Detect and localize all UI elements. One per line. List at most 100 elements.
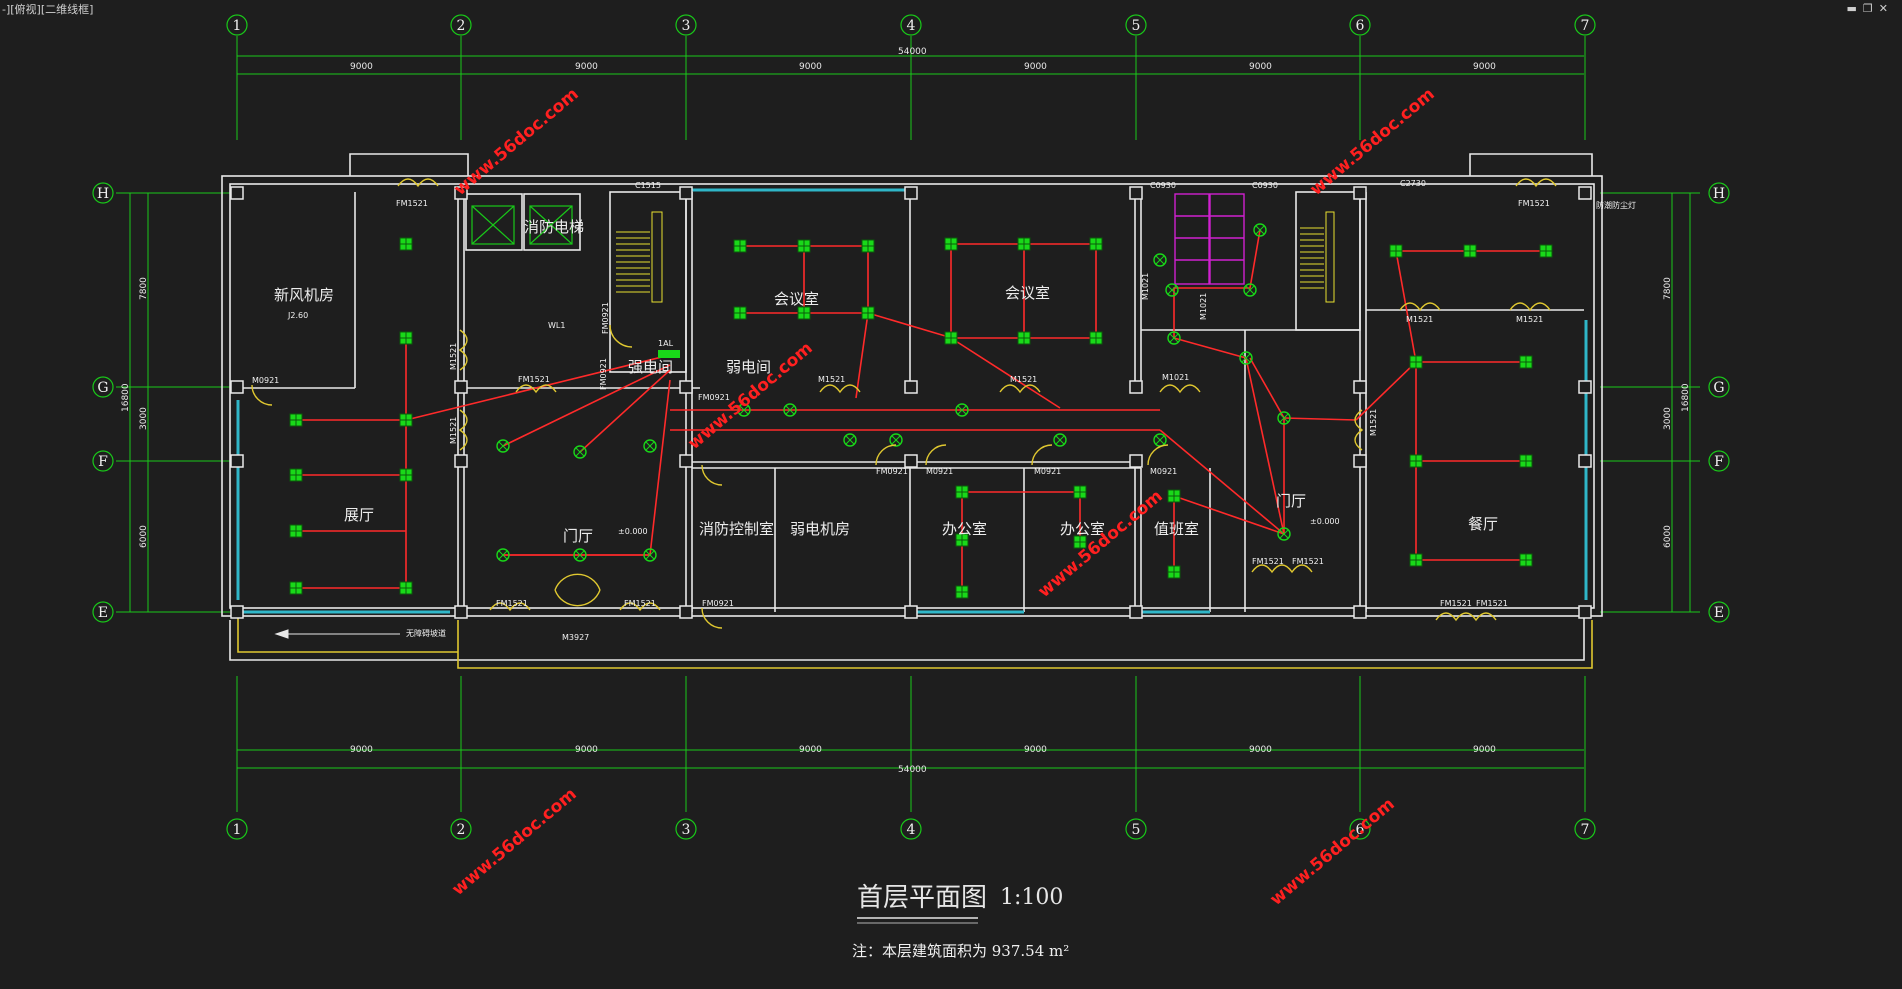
column [1578,186,1592,200]
column [904,186,918,200]
tag-wl1: WL1 [548,321,565,330]
drawing-title: 首层平面图 [857,883,987,913]
svg-text:2: 2 [457,18,466,34]
restore-icon[interactable]: ❐ [1862,2,1879,15]
dim-bottom-bay-5: 9000 [1249,745,1272,755]
tag-m1521-a: M1521 [449,343,458,370]
dimension-lines [129,55,1691,769]
room-dining: 餐厅 [1468,515,1498,533]
round-lamp [889,433,903,447]
column [1353,380,1367,394]
round-lamp [1277,411,1291,425]
dim-top-bay-2: 9000 [575,62,598,72]
ceiling-light [1389,244,1403,258]
ceiling-light [289,468,303,482]
column [1129,605,1143,619]
tag-m1521-c: M1521 [818,375,845,384]
dim-top-bay-5: 9000 [1249,62,1272,72]
dim-top-bay-6: 9000 [1473,62,1496,72]
tag-c0930-b: C0930 [1252,181,1278,190]
tag-m0921-d: M0921 [1150,467,1177,476]
ceiling-light [1409,355,1423,369]
column [1129,454,1143,468]
svg-text:7: 7 [1581,18,1590,34]
svg-text:5: 5 [1132,822,1141,838]
column [1353,186,1367,200]
svg-text:G: G [1713,380,1724,396]
ceiling-light [955,485,969,499]
column [230,454,244,468]
column [230,605,244,619]
column [1578,454,1592,468]
axis-bubble-right-G: G [1708,376,1730,398]
close-icon[interactable]: ✕ [1878,2,1894,15]
dim-left-span-2: 3000 [139,407,149,430]
round-lamp [496,548,510,562]
tag-fm1521-h: FM1521 [1476,599,1508,608]
tag-m1521-d: M1521 [1010,375,1037,384]
room-lobby-2-elev: ±0.000 [1310,517,1340,526]
svg-text:E: E [1714,605,1724,621]
tag-fm1521-c: FM1521 [1252,557,1284,566]
svg-text:6: 6 [1356,18,1365,34]
watermark-6: www.56doc.com [1266,794,1398,910]
dim-bottom-total: 54000 [898,765,927,775]
tag-fm0921-b: FM0921 [599,358,608,390]
column [679,605,693,619]
tag-m1521-b: M1521 [449,417,458,444]
lighting-fixtures [289,223,1553,599]
round-lamp [1167,331,1181,345]
tag-m0921-c: M0921 [1034,467,1061,476]
svg-text:F: F [98,454,108,470]
min-icon[interactable]: ▬ [1846,2,1863,15]
title-block: 首层平面图 1:100 注：本层建筑面积为 937.54 m² [852,883,1069,960]
ceiling-light [289,524,303,538]
tag-m1521-f: M1521 [1516,315,1543,324]
ceiling-light [399,237,413,251]
ceiling-light [289,581,303,595]
ceiling-light [1519,553,1533,567]
tag-m1521-e: M1521 [1406,315,1433,324]
ceiling-light [1519,454,1533,468]
watermark-4: www.56doc.com [1034,486,1166,602]
ceiling-light [1017,331,1031,345]
round-lamp [1153,433,1167,447]
wc-fixtures [1174,193,1245,285]
round-lamp [1165,283,1179,297]
ceiling-light [289,413,303,427]
drawing-scale: 1:100 [1000,885,1063,910]
svg-text:E: E [98,605,108,621]
room-duty: 值班室 [1154,520,1199,538]
ceiling-light [399,331,413,345]
ceiling-light [1073,535,1087,549]
tag-fm0921-d: FM0921 [876,467,908,476]
tag-fm1521-b: FM1521 [518,375,550,384]
column [230,380,244,394]
ceiling-light [399,581,413,595]
dim-top-total: 54000 [898,47,927,57]
ceiling-light [1409,454,1423,468]
svg-text:7: 7 [1581,822,1590,838]
round-lamp [643,548,657,562]
column [1129,380,1143,394]
ceiling-light [955,533,969,547]
svg-text:1: 1 [233,822,242,838]
ceiling-light [733,306,747,320]
column [230,186,244,200]
axis-bubble-bottom-1: 1 [226,818,248,840]
tag-fm1521-g: FM1521 [1440,599,1472,608]
room-lobby-2: 门厅 [1276,492,1306,510]
viewport-label[interactable]: -][俯视][二维线框] [2,3,94,16]
axis-bubble-top-6: 6 [1349,14,1371,36]
column [1578,380,1592,394]
dim-top-bay-1: 9000 [350,62,373,72]
column [454,605,468,619]
room-labels: 新风机房 J2.60 消防电梯 会议室 会议室 强电间 弱电间 展厅 门厅 ±0… [274,218,1498,545]
ceiling-light [944,237,958,251]
ceiling-light [1539,244,1553,258]
tag-c0930-a: C0930 [1150,181,1176,190]
tag-ramp: 无障碍坡道 [406,628,446,638]
ceiling-light [1089,331,1103,345]
